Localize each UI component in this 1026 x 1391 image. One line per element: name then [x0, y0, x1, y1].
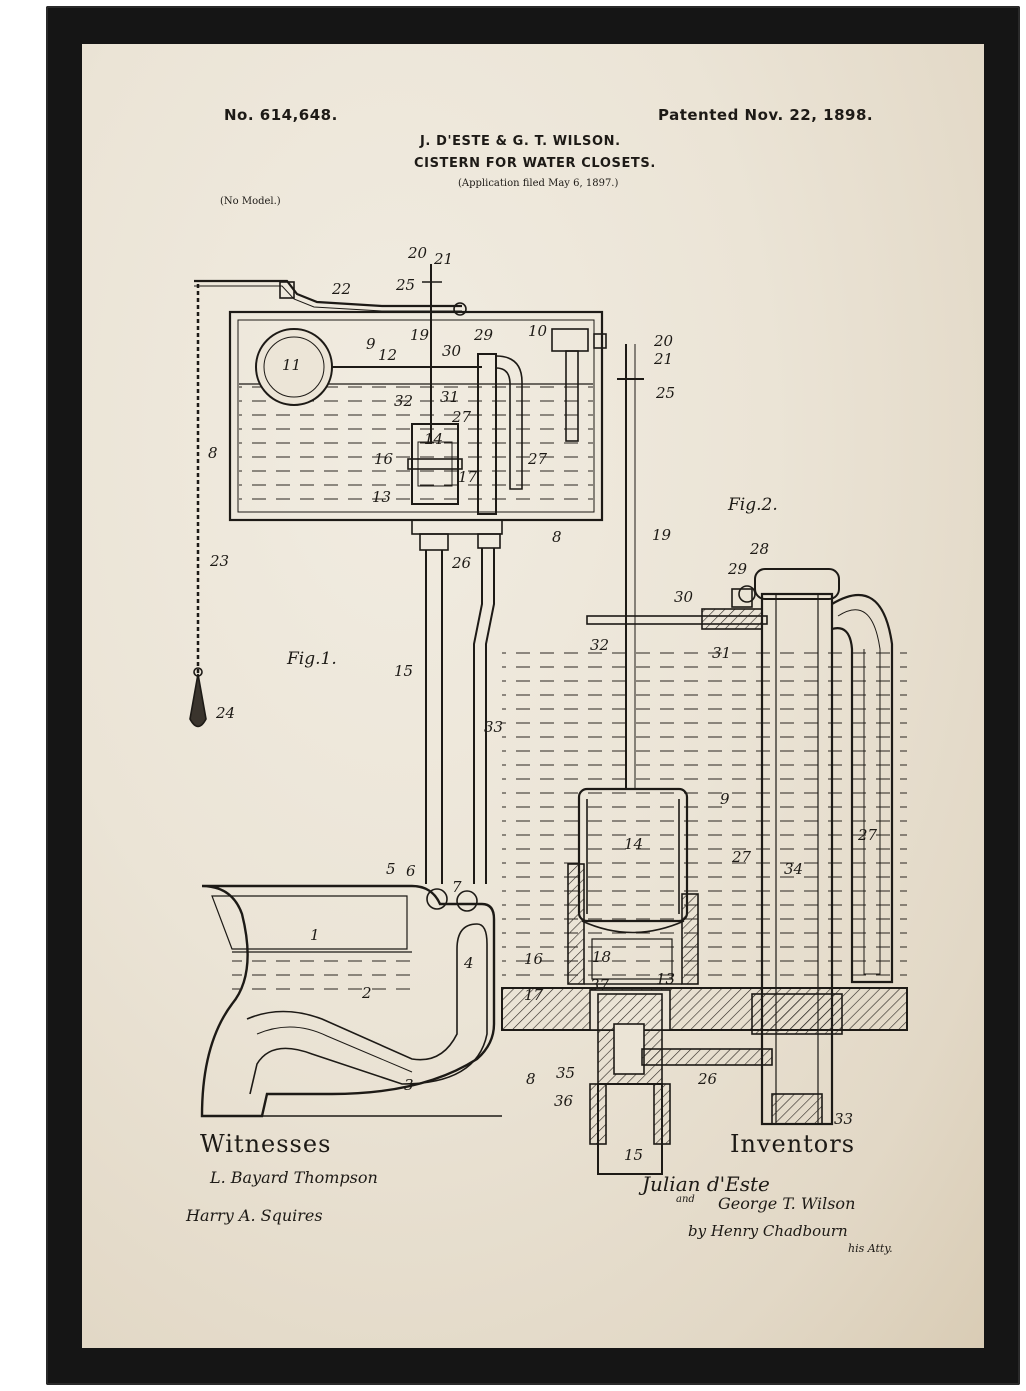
fig1-callout: 19: [410, 326, 430, 344]
fig2-callout: 13: [656, 970, 675, 988]
fig1-callout: 15: [394, 662, 413, 680]
fig1-callout: 25: [395, 276, 415, 294]
fig2-callout: 34: [784, 860, 803, 878]
fig2-callout: 27: [731, 848, 752, 866]
application-note: (Application filed May 6, 1897.): [458, 178, 619, 189]
patent-sheet: No. 614,648. Patented Nov. 22, 1898. J. …: [82, 44, 984, 1348]
fig1-callout: 3: [404, 1076, 414, 1094]
fig1-callout: 29: [473, 326, 494, 344]
and-word: and: [676, 1194, 695, 1205]
fig2-callout: 29: [727, 560, 748, 578]
fig2-callout: 9: [720, 790, 730, 808]
fig1-callout: 11: [282, 356, 301, 374]
fig2-drawing: [501, 344, 908, 1175]
model-note: (No Model.): [220, 196, 281, 207]
fig1-callout: 8: [208, 444, 218, 462]
inventors-title: J. D'ESTE & G. T. WILSON.: [420, 134, 621, 149]
fig2-callout: 36: [554, 1092, 574, 1110]
fig1-callout: 21: [433, 250, 453, 268]
fig2-callout: 15: [624, 1146, 643, 1164]
fig2-callout: 17: [524, 986, 544, 1004]
fig2-callout: 21: [653, 350, 673, 368]
fig1-callout: 1: [310, 926, 320, 944]
witnesses-heading: Witnesses: [200, 1130, 332, 1158]
fig1-callout: 14: [424, 430, 443, 448]
fig2-callout: 8: [526, 1070, 536, 1088]
fig1-overflow-pipe: [477, 353, 497, 515]
fig1-callout: 20: [407, 244, 428, 262]
fig1-callout: 2: [361, 984, 372, 1002]
fig1-callout: 30: [442, 342, 462, 360]
attorney-signature: by Henry Chadbourn: [688, 1222, 848, 1240]
fig1-pull-handle: [189, 673, 207, 728]
fig2-callout: 32: [590, 636, 609, 654]
fig2-valve-bell: [577, 787, 689, 923]
inventor-2-signature: George T. Wilson: [718, 1194, 856, 1213]
fig1-callout: 4: [463, 954, 474, 972]
fig1-callout: 27: [527, 450, 548, 468]
fig1-label: Fig.1.: [286, 649, 337, 669]
patent-drawing: Fig.1. Fig.2. 20 21 22 25 11 9 12 19 29 …: [189, 244, 908, 1175]
fig2-overflow-bend: [831, 593, 894, 984]
fig2-callout: 19: [652, 526, 672, 544]
attorney-suffix: his Atty.: [848, 1242, 893, 1255]
fig2-callout: 20: [653, 332, 674, 350]
fig1-callout: 9: [366, 335, 376, 353]
inventors-heading: Inventors: [730, 1130, 856, 1158]
fig1-callout: 23: [209, 552, 229, 570]
fig2-callout: 35: [556, 1064, 575, 1082]
fig1-callout: 27: [451, 408, 472, 426]
fig1-callout: 8: [552, 528, 562, 546]
invention-title: CISTERN FOR WATER CLOSETS.: [414, 156, 656, 171]
fig2-callout: 31: [712, 644, 731, 662]
fig1-callout: 12: [378, 346, 397, 364]
fig2-callout: 28: [749, 540, 769, 558]
fig2-callout: 14: [624, 835, 643, 853]
fig1-callout: 7: [452, 878, 462, 896]
fig2-water-level: [502, 650, 907, 988]
fig2-callout: 33: [834, 1110, 853, 1128]
fig2-callout: 16: [524, 950, 544, 968]
fig1-callout: 16: [374, 450, 394, 468]
fig1-callout: 6: [406, 862, 416, 880]
witness-2-signature: Harry A. Squires: [186, 1206, 323, 1225]
fig1-callout: 31: [440, 388, 459, 406]
fig2-cistern-floor: [501, 987, 908, 1031]
fig1-callout: 24: [215, 704, 235, 722]
fig1-callout: 5: [386, 860, 396, 878]
fig1-callout: 32: [394, 392, 413, 410]
fig1-valve-body: [411, 423, 459, 505]
fig1-callout: 33: [484, 718, 503, 736]
witness-1-signature: L. Bayard Thompson: [210, 1168, 378, 1187]
fig2-callout: 30: [674, 588, 694, 606]
fig2-callout: 18: [592, 948, 611, 966]
fig1-drawing: [189, 264, 607, 1118]
fig2-callout: 25: [655, 384, 675, 402]
fig1-callout: 26: [451, 554, 472, 572]
patent-number: No. 614,648.: [224, 106, 338, 124]
patent-date: Patented Nov. 22, 1898.: [658, 106, 874, 124]
fig1-callout: 13: [372, 488, 391, 506]
fig2-label: Fig.2.: [727, 495, 778, 515]
fig2-callout: 27: [857, 826, 878, 844]
fig1-callout: 17: [458, 468, 478, 486]
fig2-callout: 26: [697, 1070, 718, 1088]
fig2-callout: 37: [590, 976, 610, 994]
fig1-toilet-bowl: [200, 884, 496, 1118]
fig1-callout: 22: [331, 280, 351, 298]
inventor-1-signature: Julian d'Este: [642, 1172, 770, 1196]
fig1-callout: 10: [528, 322, 548, 340]
